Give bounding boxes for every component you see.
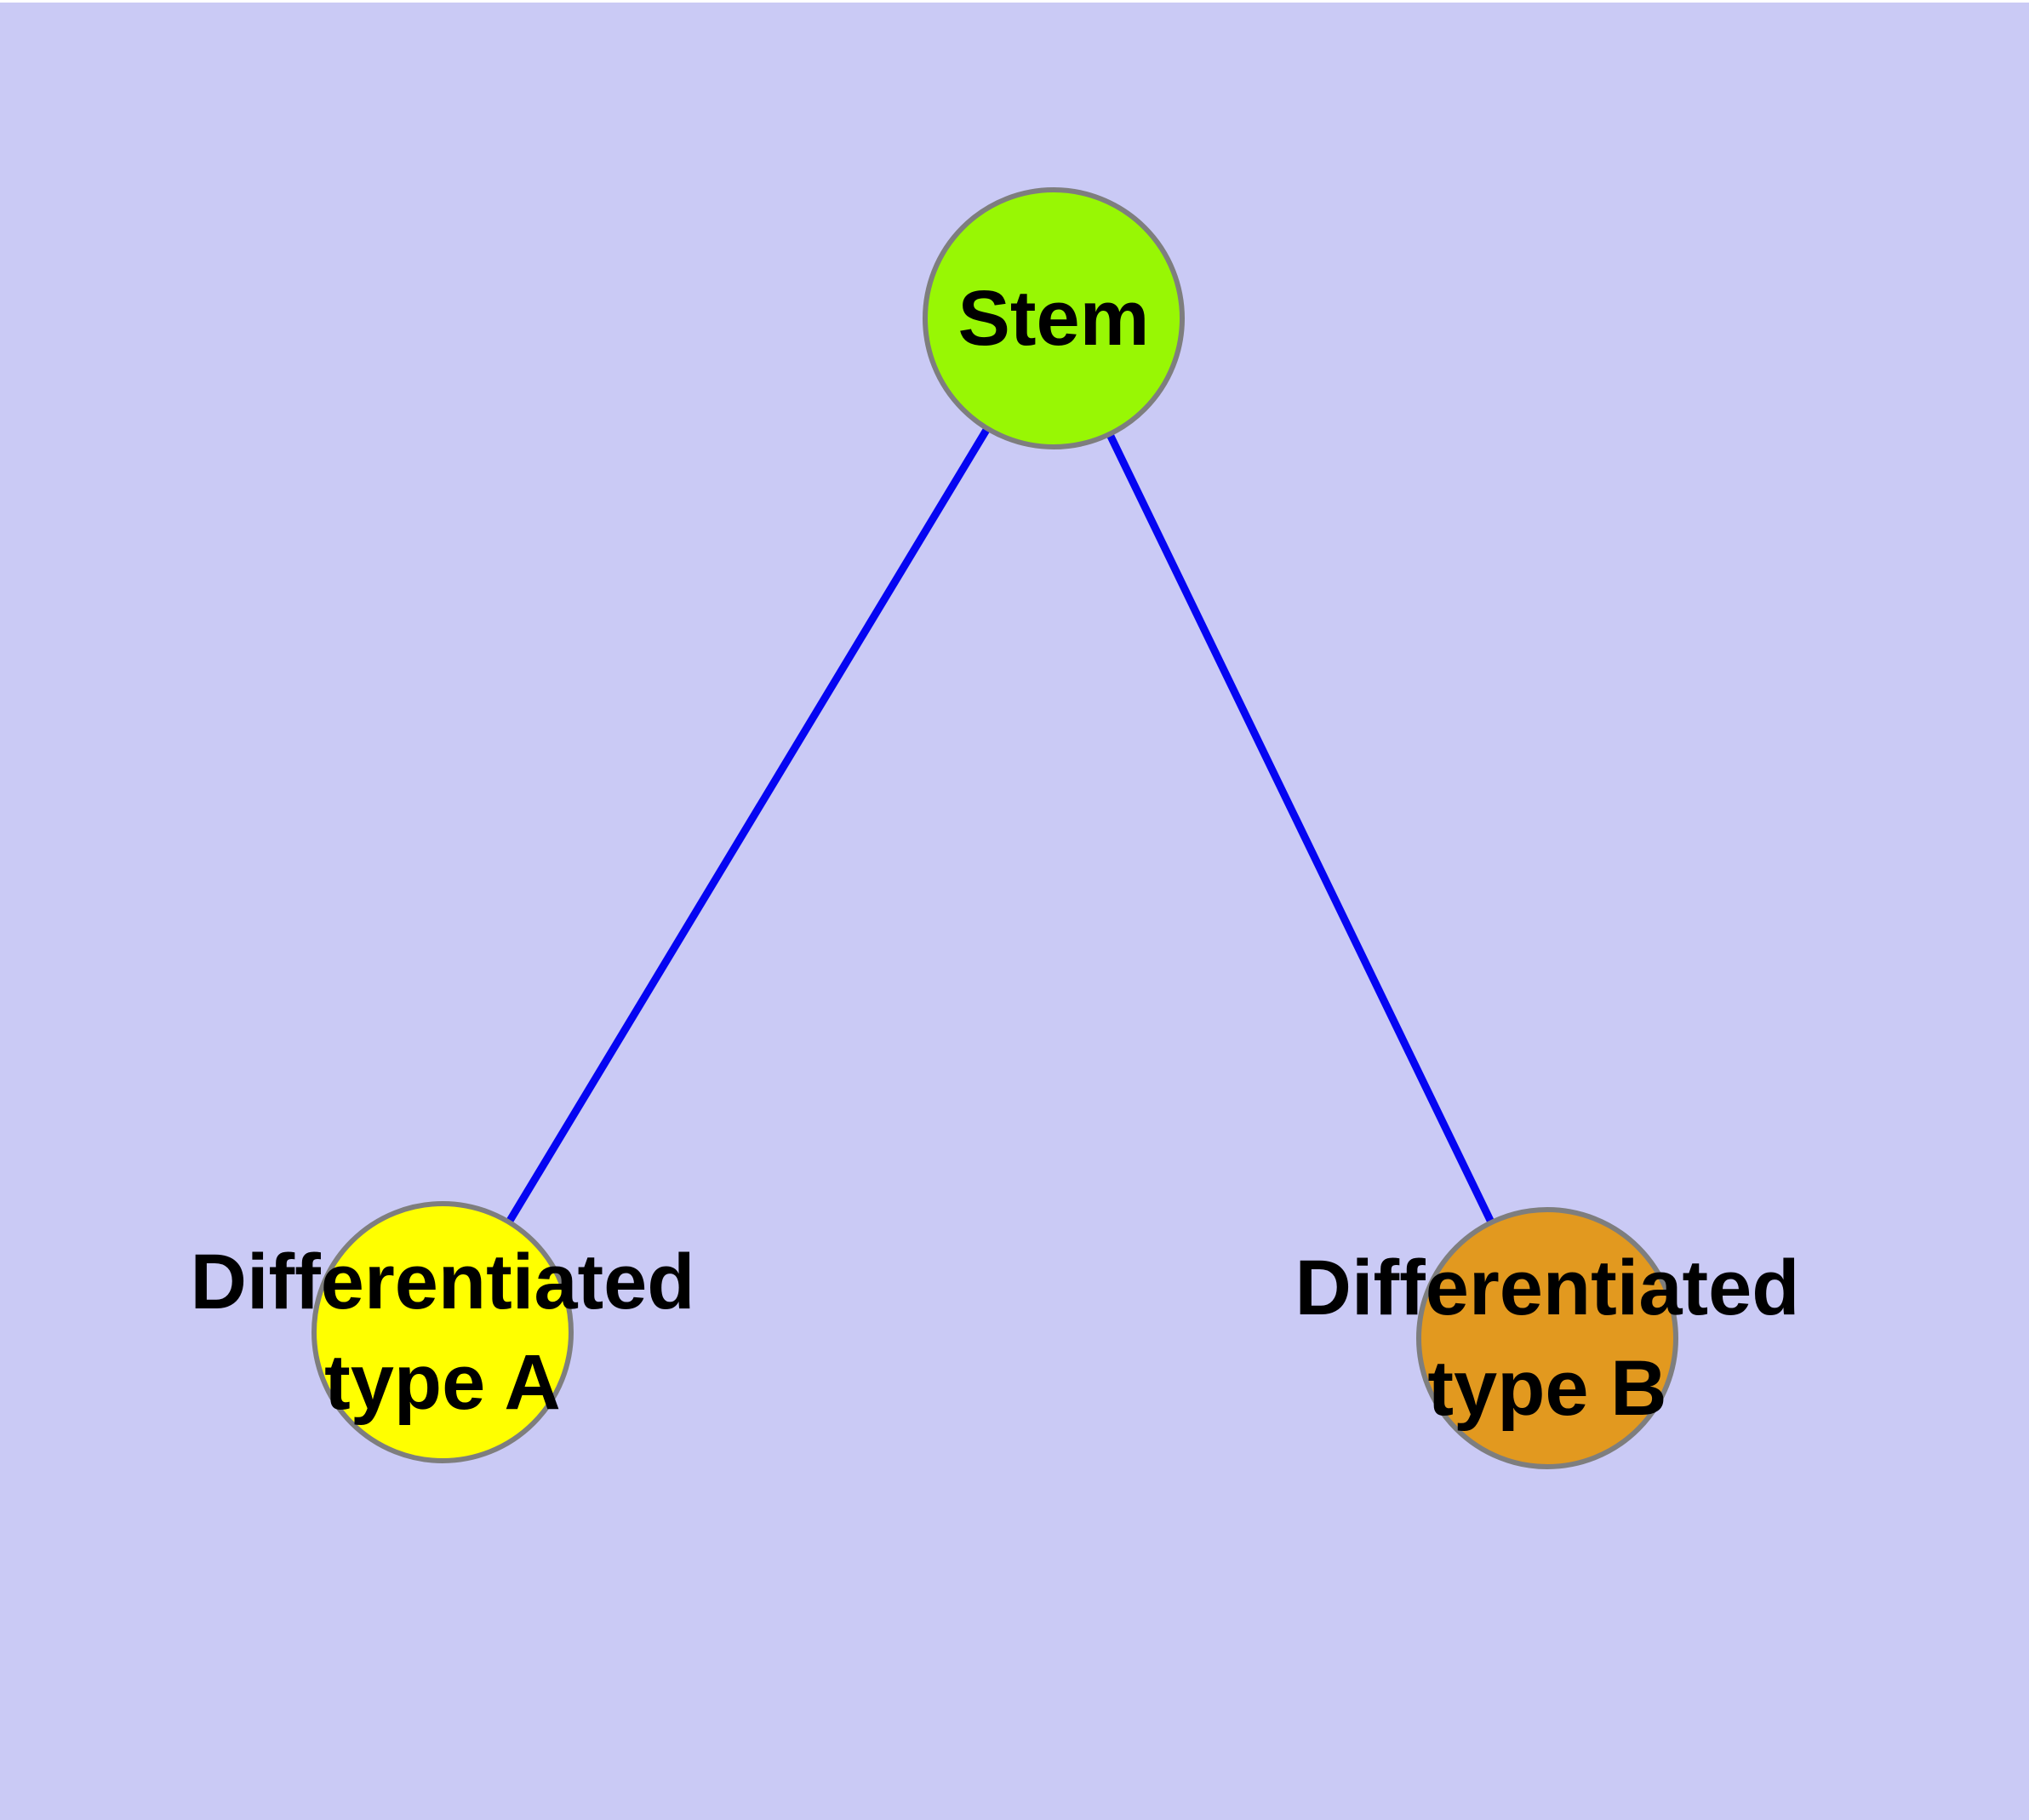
edge-stem-to-differentiated-type-a [439, 316, 1057, 1335]
edge-stem-to-differentiated-type-b [1049, 317, 1552, 1340]
node-differentiated-type-a [311, 1201, 574, 1463]
node-stem [923, 187, 1185, 449]
edges-layer [439, 316, 1552, 1340]
top-edge-strip [0, 0, 2029, 3]
nodes-layer [311, 187, 1678, 1469]
node-differentiated-type-b [1416, 1207, 1678, 1469]
